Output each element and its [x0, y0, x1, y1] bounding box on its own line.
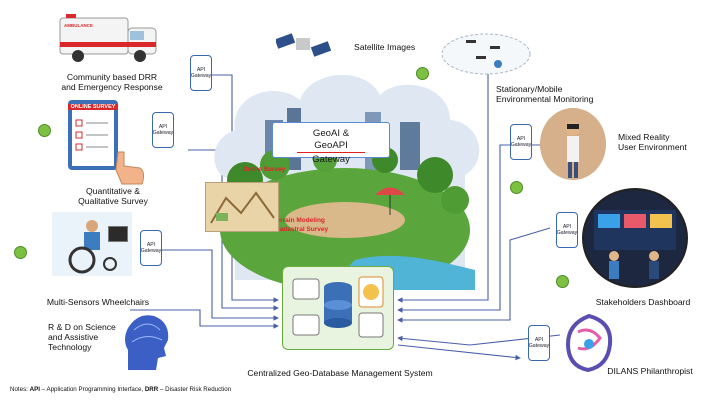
- geoai-title: GeoAI & GeoAPI: [297, 128, 365, 153]
- satellite-icon: [276, 28, 336, 64]
- api-gateway-wheelchair: API Gateway: [140, 230, 162, 266]
- api-gateway-community: API Gateway: [190, 55, 212, 91]
- checklist-icon: [75, 119, 108, 151]
- status-dot-survey: [38, 124, 51, 137]
- api-gateway-survey: API Gateway: [152, 112, 174, 148]
- tablet-icon: [108, 226, 128, 242]
- label-rnd: R & D on Science and Assistive Technolog…: [48, 322, 116, 352]
- hand-icon: [112, 148, 148, 188]
- arrow-philanthropist-2: [397, 344, 521, 361]
- park-scene-illustration: [214, 74, 480, 290]
- status-dot-wheelchair: [14, 246, 27, 259]
- note-api-abbr: API: [29, 386, 40, 393]
- api-gateway-philanthropist: API Gateway: [528, 325, 550, 361]
- survey-clipboard: [68, 100, 118, 170]
- label-env-monitoring: Stationary/Mobile Environmental Monitori…: [496, 84, 594, 104]
- status-dot-stakeholders: [556, 275, 569, 288]
- label-stakeholders: Stakeholders Dashboard: [595, 297, 691, 307]
- terrain-map-icon: [210, 191, 275, 224]
- status-dot-env: [510, 181, 523, 194]
- drone-cloud-icon: [440, 30, 532, 76]
- scene-label-terrain: Terrain Modeling: [273, 217, 325, 224]
- arrow-stakeholders: [397, 227, 551, 323]
- dilans-logo: [560, 312, 618, 374]
- arrow-rnd: [130, 309, 279, 329]
- note-prefix: Notes:: [10, 386, 30, 393]
- online-survey-banner: ONLINE SURVEY: [68, 104, 118, 110]
- arrow-env: [397, 70, 489, 303]
- dashboard-image: [582, 188, 688, 288]
- terrain-thumbnail: [205, 182, 279, 232]
- geoai-subtitle: Gateway: [312, 154, 350, 165]
- status-dot-satellite: [416, 67, 429, 80]
- central-cloud: [205, 60, 485, 290]
- note-drr-abbr: DRR: [144, 386, 159, 393]
- label-central-db: Centralized Geo-Database Management Syst…: [247, 368, 433, 378]
- vr-user-icon: [540, 108, 606, 180]
- ambulance-text: AMBULANCE: [64, 23, 93, 28]
- label-mixed-reality: Mixed Reality User Environment: [618, 132, 687, 152]
- label-philanthropist: DILANS Philanthropist: [607, 366, 693, 376]
- ambulance-icon: [58, 12, 162, 66]
- note-api-text: – Application Programming Interface,: [39, 386, 145, 393]
- scene-label-cadastral: Cadastral Survey: [275, 226, 329, 233]
- dashboard-screens-icon: [594, 210, 676, 279]
- api-gateway-stakeholders: API Gateway: [556, 212, 578, 248]
- wheelchair-icon: [52, 212, 132, 276]
- api-gateway-env: API Gateway: [510, 124, 532, 160]
- database-panel: [282, 266, 394, 350]
- mixed-reality-image: [540, 108, 606, 180]
- scene-label-drone: Drone Survey: [243, 166, 286, 173]
- label-community-drr: Community based DRR and Emergency Respon…: [61, 72, 163, 92]
- footnote: Notes: API – Application Programming Int…: [10, 386, 231, 393]
- label-wheelchairs: Multi-Sensors Wheelchairs: [46, 297, 150, 307]
- database-icon: [292, 276, 384, 338]
- ai-head-icon: [118, 310, 174, 372]
- label-satellite: Satellite Images: [354, 42, 416, 52]
- note-drr-text: – Disaster Risk Reduction: [158, 386, 232, 393]
- label-survey: Quantitative & Qualitative Survey: [78, 186, 148, 206]
- survey-paper: [72, 106, 114, 166]
- geoai-gateway-box: GeoAI & GeoAPI Gateway: [272, 122, 390, 165]
- arrow-wheelchair: [160, 249, 279, 321]
